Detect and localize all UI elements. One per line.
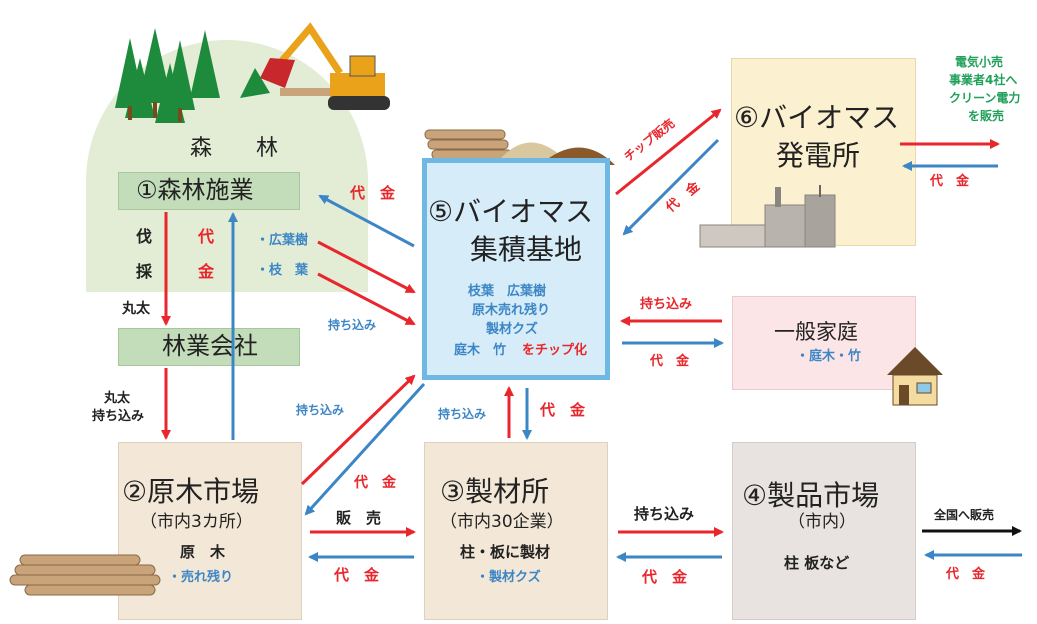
sawmill-box — [424, 442, 608, 620]
sawmill-title: ③製材所 — [440, 475, 550, 508]
household-bring-label: 持ち込み — [640, 297, 693, 312]
arrow-base-to-forest — [318, 194, 415, 248]
biomass-base-title-2: 集積基地 — [470, 233, 583, 266]
biomass-material-1: 枝葉 広葉樹 — [468, 284, 547, 299]
forest-operation-title: ①森林施業 — [136, 176, 254, 204]
payment-34-label: 代 金 — [642, 568, 688, 586]
product-market-title: ④製品市場 — [742, 479, 880, 512]
log-pile-illustration — [9, 554, 161, 596]
biomass-chip-process: をチップ化 — [522, 343, 588, 358]
branches-item: ・枝 葉 — [256, 263, 309, 278]
biomass-material-2: 原木売れ残り — [472, 303, 551, 318]
arrow-broadleaf-to-base — [317, 240, 416, 294]
market2-bring-label: 持ち込み — [296, 403, 345, 417]
trees-illustration — [115, 28, 220, 123]
biomass-base-title-1: ⑤バイオマス — [428, 195, 594, 228]
payment-23-label: 代 金 — [334, 566, 380, 584]
electricity-sale-2: 事業者4社へ — [949, 73, 1018, 87]
arrow-base-to-market2 — [304, 382, 426, 516]
forestry-company-title: 林業会社 — [162, 332, 258, 360]
biomass-base-box — [422, 158, 610, 380]
power-plant-illustration — [699, 185, 836, 248]
nationwide-sale-label: 全国へ販売 — [934, 508, 995, 522]
payment-label-2: 金 — [198, 262, 215, 281]
logs-incoming-2: 持ち込み — [92, 409, 145, 424]
product-market-sub: （市内） — [788, 512, 856, 532]
sale-23-label: 販 売 — [336, 509, 382, 527]
broadleaf-item: ・広葉樹 — [256, 233, 309, 248]
sawmill-payment-label: 代 金 — [540, 401, 586, 419]
product-market-main: 柱 板など — [784, 554, 850, 572]
house-illustration — [887, 347, 943, 406]
bring-34-label: 持ち込み — [634, 505, 695, 523]
forest-bring-label: 持ち込み — [328, 318, 377, 332]
arrow-plant-to-base — [622, 138, 720, 236]
cut-label-1: 伐 — [136, 227, 153, 246]
market2-payment-label: 代 金 — [354, 475, 396, 491]
log-market-title: ②原木市場 — [122, 475, 260, 508]
forest-operation-box — [118, 172, 300, 210]
arrow-market2-to-base — [300, 374, 416, 486]
electricity-sale-3: クリーン電力 — [949, 91, 1021, 105]
forestry-company-box — [118, 328, 300, 366]
sawmill-bring-label: 持ち込み — [438, 407, 487, 421]
forest-payment-label: 代 金 — [350, 184, 396, 202]
product-market-payment: 代 金 — [946, 567, 986, 582]
electricity-sale-1: 電気小売 — [955, 55, 1004, 69]
log-market-sub: （市内3カ所） — [140, 512, 253, 532]
log-market-unsold: ・売れ残り — [168, 570, 234, 585]
sawmill-sub: （市内30企業） — [440, 512, 564, 532]
cut-label-2: 採 — [136, 262, 153, 281]
product-market-box — [732, 442, 916, 620]
biomass-material-3: 製材クズ — [486, 322, 538, 337]
power-plant-title-1: ⑥バイオマス — [734, 101, 900, 134]
logs-label: 丸太 — [122, 301, 150, 317]
household-items: ・庭木・竹 — [796, 349, 862, 364]
sawmill-scraps: ・製材クズ — [476, 570, 541, 585]
excavator-illustration — [240, 22, 390, 110]
arrow-base-to-plant — [615, 108, 722, 196]
biomass-material-4: 庭木 竹 — [454, 343, 507, 358]
household-title: 一般家庭 — [774, 320, 858, 344]
sawmill-main: 柱・板に製材 — [460, 543, 551, 561]
payment-label-1: 代 — [198, 227, 215, 246]
arrow-branches-to-base — [317, 272, 416, 326]
forest-label: 森 林 — [190, 136, 279, 161]
power-plant-payment: 代 金 — [930, 174, 970, 189]
household-box — [732, 296, 916, 390]
household-payment-label: 代 金 — [650, 354, 690, 369]
logs-incoming-1: 丸太 — [104, 391, 131, 406]
power-plant-title-2: 発電所 — [776, 139, 861, 172]
log-market-main: 原 木 — [180, 543, 226, 561]
electricity-sale-4: を販売 — [968, 109, 1005, 123]
